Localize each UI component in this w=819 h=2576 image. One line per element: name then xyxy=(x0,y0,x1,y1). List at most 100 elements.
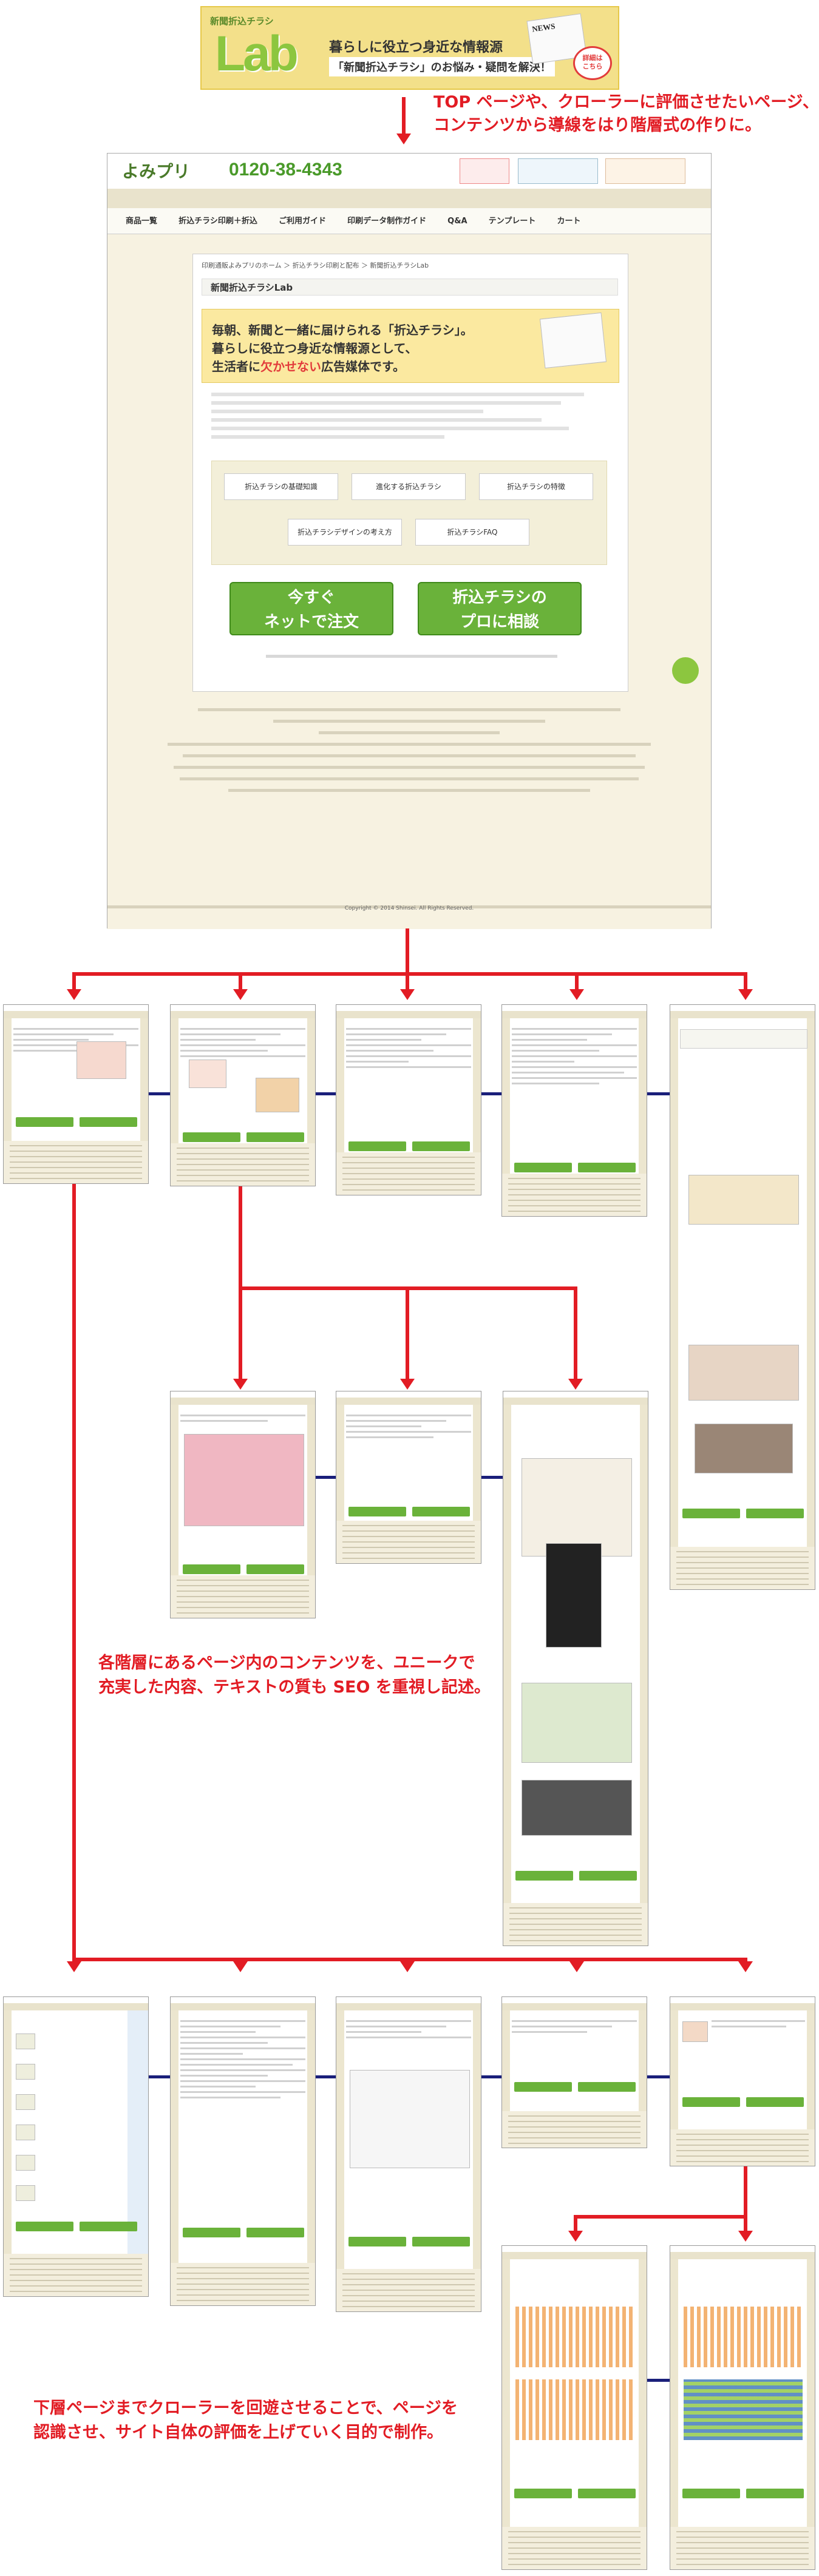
arrow-line xyxy=(402,97,406,135)
arrow-line xyxy=(72,972,76,990)
arrow-line xyxy=(744,1958,747,1964)
sibling-link-line xyxy=(481,1476,503,1479)
site-header: よみプリ 0120-38-4343 xyxy=(107,154,711,189)
content-links: 折込チラシの基礎知識 進化する折込チラシ 折込チラシの特徴 折込チラシデザインの… xyxy=(211,461,607,565)
arrow-line xyxy=(406,972,409,990)
arrow-head xyxy=(233,989,248,1000)
sibling-link-line xyxy=(481,1092,501,1095)
arrow-head xyxy=(233,1961,248,1972)
arrow-line xyxy=(239,1958,242,1964)
arrow-head xyxy=(738,989,753,1000)
arrow-head xyxy=(569,989,584,1000)
caption-top-1: TOP ページや、クローラーに評価させたいページ、 xyxy=(433,93,819,112)
top-nav-bar xyxy=(107,189,711,209)
global-nav: 商品一覧 折込チラシ印刷＋折込 ご利用ガイド 印刷データ制作ガイド Q&A テン… xyxy=(107,208,711,234)
arrow-line xyxy=(575,972,579,990)
arrow-head xyxy=(738,1961,753,1972)
arrow-head xyxy=(738,2231,753,2242)
page-thumbnail[interactable] xyxy=(501,1004,647,1217)
page-thumbnail[interactable] xyxy=(3,1004,149,1184)
nav-item[interactable]: テンプレート xyxy=(488,217,536,226)
nav-item[interactable]: Q&A xyxy=(447,217,467,226)
sibling-link-line xyxy=(647,2379,670,2382)
sibling-link-line xyxy=(647,1092,670,1095)
link-evolving[interactable]: 進化する折込チラシ xyxy=(352,473,466,500)
header-badges xyxy=(460,158,696,184)
page-thumbnail[interactable] xyxy=(3,1996,149,2297)
arrow-line xyxy=(239,1186,242,1290)
arrow-head xyxy=(400,989,415,1000)
detail-badge[interactable]: 詳細は こちら xyxy=(573,46,612,80)
nav-item[interactable]: カート xyxy=(557,217,581,226)
newspaper-icon xyxy=(539,312,607,369)
page-thumbnail[interactable] xyxy=(501,2245,647,2570)
copyright: Copyright © 2014 Shinsei. All Rights Res… xyxy=(107,905,711,911)
page-top-button[interactable] xyxy=(672,657,699,684)
arrow-head xyxy=(400,1961,415,1972)
arrow-line xyxy=(574,2215,577,2233)
tel-number: 0120-38-4343 xyxy=(229,160,342,180)
main-content: 印刷通販よみプリのホーム ＞ 折込チラシ印刷と配布 ＞ 新聞折込チラシLab 新… xyxy=(192,254,628,692)
order-button[interactable]: 今すぐ ネットで注文 xyxy=(229,582,393,635)
sibling-link-line xyxy=(316,1092,336,1095)
main-page-screenshot: よみプリ 0120-38-4343 商品一覧 折込チラシ印刷＋折込 ご利用ガイド… xyxy=(107,153,712,929)
page-thumbnail[interactable] xyxy=(670,1996,815,2166)
sibling-link-line xyxy=(481,2075,501,2078)
hero-line1: 毎朝、新聞と一緒に届けられる「折込チラシ」。 xyxy=(212,323,473,337)
caption-bottom-2: 認識させ、サイト自体の評価を上げていく目的で制作。 xyxy=(33,2423,443,2442)
page-thumbnail[interactable] xyxy=(501,1996,647,2148)
sibling-link-line xyxy=(149,2075,170,2078)
caption-bottom-1: 下層ページまでクローラーを回遊させることで、ページを xyxy=(33,2399,458,2418)
page-thumbnail[interactable] xyxy=(336,1996,481,2312)
arrow-line xyxy=(239,972,242,990)
arrow-line xyxy=(239,1286,242,1384)
arrow-line xyxy=(574,1286,577,1384)
arrow-line xyxy=(574,2215,747,2219)
page-thumbnail[interactable] xyxy=(170,1391,316,1618)
site-logo[interactable]: よみプリ xyxy=(122,161,191,181)
arrow-head xyxy=(568,1379,583,1390)
arrow-head xyxy=(400,1379,415,1390)
breadcrumb[interactable]: 印刷通販よみプリのホーム ＞ 折込チラシ印刷と配布 ＞ 新聞折込チラシLab xyxy=(202,262,429,269)
banner-line2: 「新聞折込チラシ」のお悩み・疑問を解決！ xyxy=(329,57,555,76)
nav-item[interactable]: 商品一覧 xyxy=(126,217,158,226)
arrow-line xyxy=(406,928,409,975)
arrow-line xyxy=(744,2215,747,2233)
arrow-line xyxy=(72,972,747,976)
nav-item[interactable]: ご利用ガイド xyxy=(278,217,326,226)
hero-box: 毎朝、新聞と一緒に届けられる「折込チラシ」。 暮らしに役立つ身近な情報源として、… xyxy=(202,309,619,383)
hero-line3: 生活者に欠かせない広告媒体です。 xyxy=(212,359,405,374)
arrow-line xyxy=(744,2166,747,2218)
page-thumbnail[interactable] xyxy=(670,1004,815,1590)
link-faq[interactable]: 折込チラシFAQ xyxy=(415,519,529,546)
arrow-line xyxy=(72,1958,747,1961)
banner-line1: 暮らしに役立つ身近な情報源 xyxy=(329,40,503,55)
arrow-head xyxy=(233,1379,248,1390)
page-thumbnail[interactable] xyxy=(170,1004,316,1186)
arrow-line xyxy=(575,1958,579,1964)
page-thumbnail[interactable] xyxy=(670,2245,815,2570)
nav-item[interactable]: 折込チラシ印刷＋折込 xyxy=(178,217,257,226)
banner-small-title: 新聞折込チラシ xyxy=(210,16,274,27)
lab-banner[interactable]: 新聞折込チラシ Lab 暮らしに役立つ身近な情報源 「新聞折込チラシ」のお悩み・… xyxy=(200,6,619,90)
page-thumbnail[interactable] xyxy=(503,1391,648,1946)
arrow-head xyxy=(67,989,81,1000)
page-thumbnail[interactable] xyxy=(336,1004,481,1195)
page-thumbnail[interactable] xyxy=(170,1996,316,2306)
sibling-link-line xyxy=(316,1476,336,1479)
link-features[interactable]: 折込チラシの特徴 xyxy=(479,473,593,500)
link-basics[interactable]: 折込チラシの基礎知識 xyxy=(224,473,338,500)
arrow-line xyxy=(406,1286,409,1384)
arrow-line xyxy=(744,972,747,990)
consult-button[interactable]: 折込チラシの プロに相談 xyxy=(418,582,582,635)
site-footer: Copyright © 2014 Shinsei. All Rights Res… xyxy=(107,700,711,929)
arrow-head xyxy=(569,1961,584,1972)
caption-top-2: コンテンツから導線をはり階層式の作りに。 xyxy=(433,116,761,135)
link-design[interactable]: 折込チラシデザインの考え方 xyxy=(288,519,402,546)
nav-item[interactable]: 印刷データ制作ガイド xyxy=(347,217,427,226)
sibling-link-line xyxy=(647,2075,670,2078)
arrow-head xyxy=(568,2231,583,2242)
hero-line2: 暮らしに役立つ身近な情報源として、 xyxy=(212,341,418,356)
page-thumbnail[interactable] xyxy=(336,1391,481,1564)
caption-middle-1: 各階層にあるページ内のコンテンツを、ユニークで xyxy=(98,1654,475,1672)
